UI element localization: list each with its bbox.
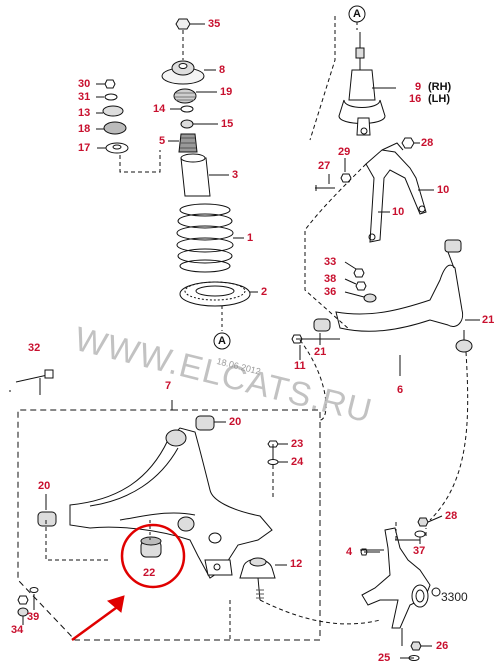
lower-arm-7 [69, 427, 273, 579]
hardware-33-38-36 [344, 261, 377, 303]
callout-32: 32 [28, 342, 41, 354]
callout-28-top: 28 [421, 137, 434, 149]
nut-29 [340, 158, 352, 183]
callout-25: 25 [378, 652, 391, 664]
callout-17: 17 [78, 142, 91, 154]
bushing-21a [313, 318, 331, 345]
bolt-27 [315, 174, 335, 191]
spring-seat-2 [179, 281, 258, 307]
callout-19: 19 [220, 86, 233, 98]
nut-26-25 [408, 641, 432, 661]
callout-39: 39 [27, 611, 40, 623]
callout-14: 14 [153, 103, 166, 115]
callout-3: 3 [232, 169, 239, 181]
lower-arm-frame [17, 409, 321, 641]
bolt-4 [360, 548, 380, 556]
callout-18: 18 [78, 123, 91, 135]
callout-30: 30 [78, 78, 91, 90]
callout-37: 37 [413, 545, 426, 557]
callout-9: 9 [415, 81, 422, 93]
callout-8: 8 [219, 64, 226, 76]
marker-a-bottom [213, 332, 231, 350]
bump-stop-5 [168, 133, 198, 153]
callout-4: 4 [346, 546, 353, 558]
highlight-arrow [71, 603, 121, 642]
callout-7: 7 [165, 380, 172, 392]
nut-28b-37 [414, 515, 443, 544]
upper-arm-6 [335, 239, 480, 376]
callout-10-right: 10 [437, 184, 450, 196]
nut-34-39 [17, 587, 39, 625]
bolt-23-nut-24 [267, 440, 288, 500]
dust-boot-3 [180, 153, 229, 197]
bushing-18 [96, 121, 127, 135]
callout-27: 27 [318, 160, 331, 172]
part-number-label: 3300 [441, 590, 468, 604]
callout-5: 5 [159, 135, 166, 147]
marker-a-top-label: A [353, 8, 361, 20]
callout-11: 11 [294, 360, 306, 372]
callout-22: 22 [143, 567, 156, 579]
callout-34: 34 [11, 624, 24, 636]
callout-21-left: 21 [314, 346, 327, 358]
strut-mount-8 [161, 60, 216, 85]
callout-38: 38 [324, 273, 337, 285]
washer-17 [97, 142, 129, 154]
callout-1: 1 [247, 232, 254, 244]
bushing-20a [195, 415, 226, 431]
nut-28a [401, 137, 420, 149]
marker-a-bottom-label: A [218, 335, 226, 347]
callout-9-rh: (RH) [428, 81, 452, 93]
nut-15 [180, 119, 218, 129]
bushing-22 [140, 536, 162, 558]
callout-12: 12 [290, 558, 303, 570]
callout-20-left: 20 [38, 480, 51, 492]
callout-16-lh: (LH) [428, 93, 450, 105]
callout-29: 29 [338, 146, 351, 158]
ball-joint-12 [239, 557, 287, 601]
steering-knuckle [360, 520, 441, 659]
coil-spring-1 [176, 203, 244, 273]
shock-absorber-9-16 [338, 32, 396, 136]
bolt-11 [291, 334, 340, 360]
callout-28-bottom: 28 [445, 510, 458, 522]
highlight-circle [120, 523, 186, 589]
washer-31 [96, 93, 118, 101]
callout-24: 24 [291, 456, 304, 468]
callout-33: 33 [324, 256, 337, 268]
callout-6: 6 [397, 384, 404, 396]
callout-10-left: 10 [392, 206, 405, 218]
callout-36: 36 [324, 286, 337, 298]
washer-14 [170, 105, 194, 113]
callout-31: 31 [78, 91, 91, 103]
callout-16: 16 [409, 93, 422, 105]
strut-nut-35 [175, 18, 205, 30]
callout-21-right: 21 [482, 314, 495, 326]
nut-30 [96, 79, 116, 89]
callout-23: 23 [291, 438, 304, 450]
bushing-13 [96, 105, 124, 117]
callout-20-right: 20 [229, 416, 242, 428]
callout-15: 15 [221, 118, 234, 130]
upper-link-10 [365, 142, 434, 243]
bearing-19 [173, 88, 217, 104]
bushing-20b [37, 494, 57, 527]
callout-26: 26 [436, 640, 449, 652]
callout-2: 2 [261, 286, 268, 298]
callout-13: 13 [78, 107, 91, 119]
callout-35: 35 [208, 18, 221, 30]
bolt-32 [15, 369, 54, 383]
